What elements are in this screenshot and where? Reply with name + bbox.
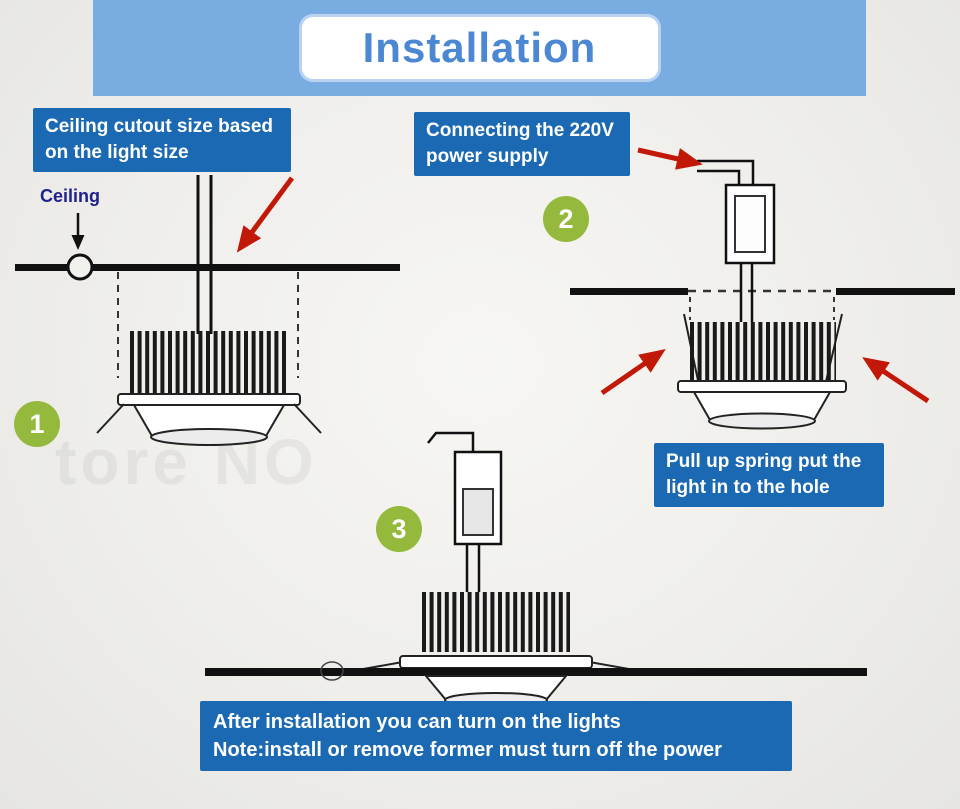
red-arrow-spring-right-icon — [862, 357, 930, 404]
title-banner: Installation — [93, 0, 866, 96]
spring-callout-line2: light in to the hole — [666, 477, 830, 499]
ceiling-hole-marker — [66, 253, 94, 281]
step3-callout-line1: After installation you can turn on the l… — [213, 711, 621, 733]
mount-hole-marker — [320, 661, 344, 681]
spring-right-step2 — [823, 313, 843, 391]
step3-badge: 3 — [376, 506, 422, 552]
driver-inner-step2 — [734, 195, 766, 253]
red-arrow-power-icon — [637, 147, 703, 170]
red-arrow-spring-left-icon — [600, 349, 666, 396]
step2-callout-line2: power supply — [426, 146, 549, 168]
ceiling-line-step2-right — [836, 288, 955, 295]
step2-spring-callout: Pull up spring put the light in to the h… — [654, 443, 884, 508]
step2-callout-line1: Connecting the 220V — [426, 120, 614, 141]
downlight-face-step2 — [708, 412, 816, 430]
ceiling-line-step2-left — [570, 288, 688, 295]
power-wire-2 — [697, 159, 755, 185]
downlight-flange-step2 — [677, 380, 847, 393]
ceiling-label: Ceiling — [40, 186, 101, 206]
step2-callout: Connecting the 220V power supply — [414, 112, 630, 177]
red-arrow-cutout-icon — [236, 176, 295, 253]
title-box: Installation — [298, 14, 661, 82]
step1-badge: 1 — [14, 401, 60, 447]
driver-inner-step3 — [462, 488, 494, 536]
power-wire-step3 — [427, 431, 475, 452]
page-title: Installation — [362, 24, 597, 71]
downlight-face-step1 — [150, 428, 268, 446]
spring-left-step1 — [96, 403, 125, 434]
step3-diagram — [205, 431, 867, 708]
step1-callout-line2: on the light size — [45, 142, 189, 164]
step3-callout: After installation you can turn on the l… — [200, 701, 792, 771]
power-wire-1 — [697, 169, 741, 185]
downlight-flange-step1 — [117, 393, 301, 406]
downlight-flange-step3 — [399, 655, 593, 669]
ceiling-line-step1 — [15, 264, 400, 271]
step1-diagram — [15, 175, 400, 446]
spring-right-step1 — [293, 403, 322, 434]
step3-callout-line2: Note:install or remove former must turn … — [213, 739, 722, 761]
step2-badge: 2 — [543, 196, 589, 242]
ceiling-line-step3 — [205, 668, 867, 676]
step1-callout: Ceiling cutout size based on the light s… — [33, 108, 291, 173]
step1-callout-line1: Ceiling cutout size based — [45, 116, 274, 137]
step2-diagram — [570, 147, 955, 430]
spring-callout-line1: Pull up spring put the — [666, 451, 862, 472]
